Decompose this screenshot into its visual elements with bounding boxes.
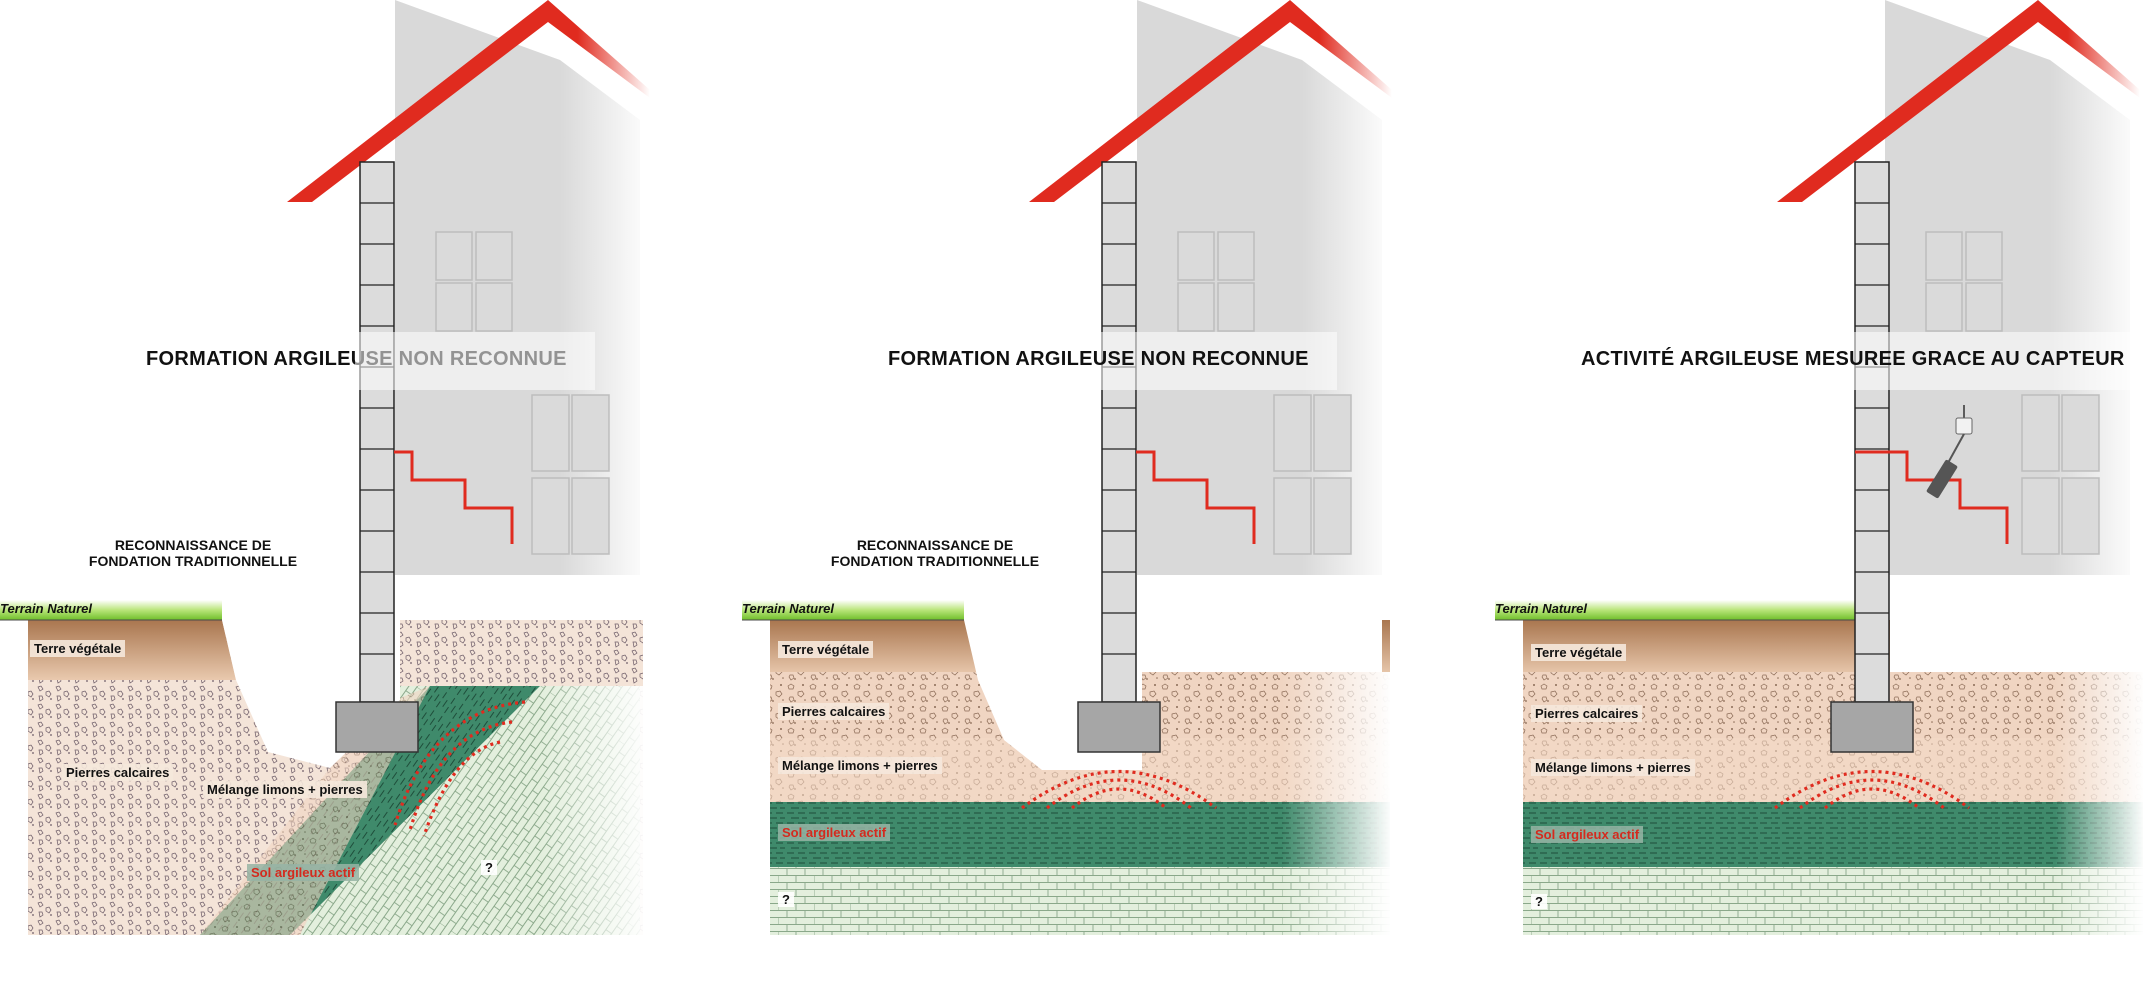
house-facade: [1028, 0, 1392, 601]
house-facade: [286, 0, 650, 601]
facade-crack: [1855, 450, 2009, 544]
label-clay: Sol argileux actif: [247, 864, 360, 881]
title-backdrop: [1097, 332, 1337, 390]
label-limestone: Pierres calcaires: [778, 703, 890, 720]
grass-strip: [742, 600, 964, 620]
panel-title: FORMATION ARGILEUSE NON RECONNUE: [888, 348, 1309, 370]
title-backdrop: [1850, 332, 2145, 390]
label-clay: Sol argileux actif: [778, 824, 891, 841]
label-topsoil: Terre végétale: [1531, 644, 1627, 661]
shrink-swell-waves: [393, 700, 526, 837]
house-facade: [1776, 0, 2140, 601]
footing: [335, 701, 419, 753]
foundation-note: RECONNAISSANCE DE FONDATION TRADITIONNEL…: [88, 537, 298, 569]
foundation-wall: [1830, 161, 1914, 753]
label-unknown: ?: [1531, 894, 1547, 909]
label-unknown: ?: [481, 860, 497, 875]
label-mix: Mélange limons + pierres: [203, 781, 367, 798]
ground-label: Terrain Naturel: [1495, 601, 1587, 616]
panel-2: FORMATION ARGILEUSE NON RECONNUE RECONNA…: [742, 0, 1392, 1000]
grass-strip: [0, 600, 222, 620]
label-unknown: ?: [778, 892, 794, 907]
crack-sensor-icon: [1926, 405, 1973, 499]
panel-3: ACTIVITÉ ARGILEUSE MESUREE GRACE AU CAPT…: [1495, 0, 2145, 1000]
bedrock-layer: [1523, 867, 2143, 935]
panel-1-illustration: [0, 0, 650, 946]
panel-title: ACTIVITÉ ARGILEUSE MESUREE GRACE AU CAPT…: [1581, 348, 2125, 370]
facade-crack: [1136, 450, 1256, 544]
foundation-wall: [1077, 161, 1161, 753]
label-topsoil: Terre végétale: [30, 640, 126, 657]
label-topsoil: Terre végétale: [778, 641, 874, 658]
facade-crack: [394, 450, 514, 544]
foundation-note: RECONNAISSANCE DE FONDATION TRADITIONNEL…: [830, 537, 1040, 569]
soil-profile: [770, 620, 1392, 942]
panel-1: FORMATION ARGILEUSE NON RECONNUE RECONNA…: [0, 0, 650, 1000]
ground-label: Terrain Naturel: [0, 601, 92, 616]
topsoil-layer: [28, 620, 236, 680]
footing: [1830, 701, 1914, 753]
shrink-swell-waves: [1021, 769, 1217, 810]
label-mix: Mélange limons + pierres: [1531, 759, 1695, 776]
soil-profile: [1523, 620, 2145, 942]
label-clay: Sol argileux actif: [1531, 826, 1644, 843]
shrink-swell-waves: [1774, 769, 1970, 810]
grass-strip: [1495, 600, 1855, 620]
foundation-wall: [335, 161, 419, 753]
panel-3-illustration: [1495, 0, 2145, 942]
ground-label: Terrain Naturel: [742, 601, 834, 616]
label-limestone: Pierres calcaires: [62, 764, 174, 781]
footing: [1077, 701, 1161, 753]
panel-2-illustration: [742, 0, 1392, 942]
title-backdrop: [355, 332, 595, 390]
label-limestone: Pierres calcaires: [1531, 705, 1643, 722]
label-mix: Mélange limons + pierres: [778, 757, 942, 774]
